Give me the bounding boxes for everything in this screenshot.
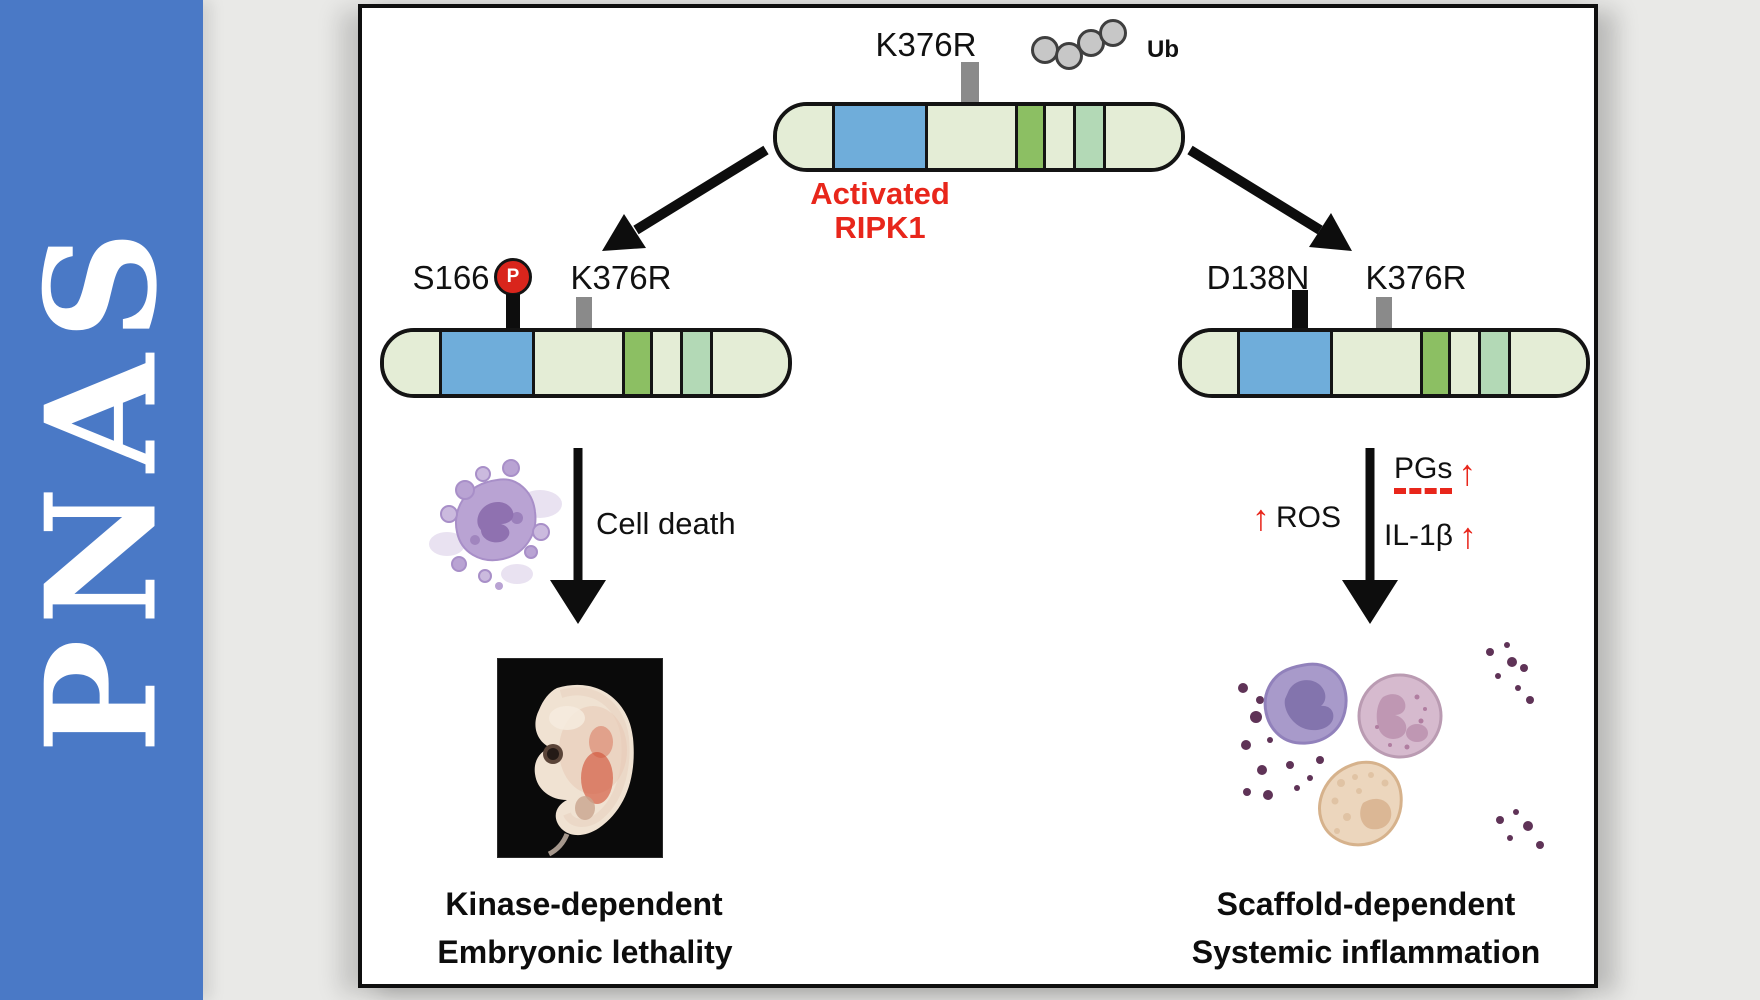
pgs-label: PGs↑ bbox=[1394, 452, 1476, 494]
immune-cells-illustration bbox=[1238, 642, 1544, 849]
arrow-to-right-branch bbox=[1187, 145, 1352, 251]
top-protein-bar bbox=[773, 102, 1185, 172]
ubiquitin-icon bbox=[1099, 19, 1127, 47]
domain-segment bbox=[1043, 106, 1073, 168]
kinase-domain-segment bbox=[439, 332, 532, 394]
cell-death-arrow bbox=[550, 448, 606, 624]
domain-segment bbox=[1508, 332, 1586, 394]
domain-segment bbox=[1330, 332, 1420, 394]
ubiquitin-label: Ub bbox=[1147, 36, 1179, 63]
domain-segment bbox=[1448, 332, 1478, 394]
left-outcome-line1: Kinase-dependent bbox=[445, 886, 723, 922]
up-arrow-icon: ↑ bbox=[1458, 452, 1477, 493]
domain-segment bbox=[925, 106, 1015, 168]
embryo-photo bbox=[497, 658, 663, 858]
domain-segment bbox=[1015, 106, 1043, 168]
arrow-to-left-branch bbox=[602, 145, 769, 251]
domain-segment bbox=[384, 332, 439, 394]
domain-segment bbox=[680, 332, 710, 394]
kinase-domain-segment bbox=[1237, 332, 1330, 394]
s166-tick bbox=[506, 294, 520, 334]
s166-label: S166 bbox=[412, 259, 490, 296]
top-mutation-label: K376R bbox=[875, 26, 977, 63]
beige-immune-cell bbox=[1318, 760, 1403, 847]
up-arrow-icon: ↑ bbox=[1458, 515, 1477, 556]
right-outcome-line1: Scaffold-dependent bbox=[1216, 886, 1516, 922]
apoptotic-cell-illustration bbox=[429, 459, 562, 590]
ros-label: ↑ROS bbox=[1252, 500, 1341, 536]
il1b-text: IL-1β bbox=[1384, 519, 1453, 552]
domain-segment bbox=[1478, 332, 1508, 394]
activated-ripk1-label-line2: RIPK1 bbox=[834, 210, 926, 245]
domain-segment bbox=[622, 332, 650, 394]
right-mutation-label: K376R bbox=[1365, 259, 1467, 296]
left-mutation-tick bbox=[576, 297, 592, 334]
activated-ripk1-label-line1: Activated bbox=[810, 176, 950, 211]
domain-segment bbox=[532, 332, 622, 394]
granule-dots bbox=[1238, 642, 1544, 849]
domain-segment bbox=[710, 332, 788, 394]
right-outcome-line2: Systemic inflammation bbox=[1191, 934, 1541, 970]
left-protein-bar bbox=[380, 328, 792, 398]
phospho-p-icon: P bbox=[494, 258, 532, 296]
right-mutation-tick bbox=[1376, 297, 1392, 334]
pgs-text: PGs bbox=[1394, 452, 1453, 494]
kinase-domain-segment bbox=[832, 106, 925, 168]
ubiquitin-icon bbox=[1077, 29, 1105, 57]
domain-segment bbox=[1073, 106, 1103, 168]
il1b-label: IL-1β↑ bbox=[1384, 518, 1477, 554]
cell-death-label: Cell death bbox=[596, 506, 736, 541]
up-arrow-icon: ↑ bbox=[1252, 497, 1270, 538]
pink-immune-cell bbox=[1357, 673, 1443, 759]
domain-segment bbox=[777, 106, 832, 168]
left-mutation-label: K376R bbox=[570, 259, 672, 296]
domain-segment bbox=[1182, 332, 1237, 394]
domain-segment bbox=[650, 332, 680, 394]
inflammation-arrow bbox=[1342, 448, 1398, 624]
left-outcome-line2: Embryonic lethality bbox=[437, 934, 733, 970]
purple-immune-cell bbox=[1263, 662, 1348, 745]
journal-cover-strip: PNAS bbox=[0, 0, 203, 1000]
d138n-label: D138N bbox=[1206, 259, 1310, 296]
domain-segment bbox=[1420, 332, 1448, 394]
ros-text: ROS bbox=[1276, 501, 1342, 534]
d138n-tick bbox=[1292, 290, 1308, 334]
top-mutation-tick bbox=[961, 62, 979, 109]
domain-segment bbox=[1103, 106, 1181, 168]
right-protein-bar bbox=[1178, 328, 1590, 398]
